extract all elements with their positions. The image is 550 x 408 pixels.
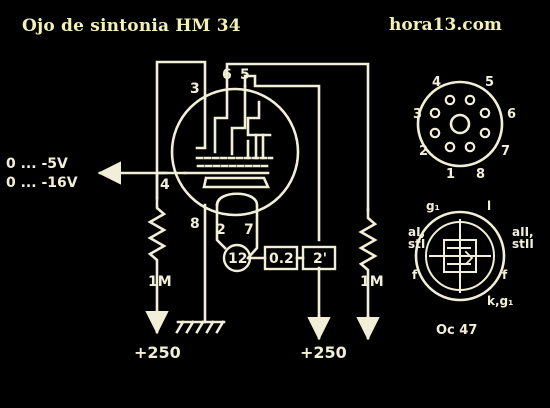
tube-type-label: Oc 47 [436, 323, 477, 338]
pin-8-label: 8 [190, 216, 200, 232]
electrode-rods [246, 133, 265, 160]
label-st1: stI [408, 237, 425, 251]
wire-pin6 [225, 62, 370, 212]
resistor-right [358, 208, 378, 332]
wire-pin2 [215, 203, 227, 250]
label-f-right: f [502, 268, 508, 282]
box-02-label: 0.2 [269, 251, 294, 267]
electrode-arrow [464, 250, 474, 266]
pin-5-label: 5 [240, 67, 250, 83]
base-pin-5: 5 [485, 75, 494, 90]
pin-2-label: 2 [216, 222, 226, 238]
base-pin-1: 1 [446, 167, 455, 182]
grid-lines [195, 156, 274, 168]
base-pin-hole-1 [444, 94, 456, 106]
label-l: l [487, 199, 491, 213]
pin-3-label: 3 [190, 81, 200, 97]
label-g1: g₁ [426, 199, 440, 213]
resistor-left-value: 1M [148, 274, 172, 290]
base-center-hole [449, 113, 471, 135]
electrode-left [195, 96, 207, 150]
resistor-left [147, 196, 167, 327]
page-title: Ojo de sintonia HM 34 [22, 16, 241, 36]
site-name: hora13.com [389, 15, 502, 35]
base-pin-7: 7 [501, 144, 510, 159]
wire-pin3 [155, 60, 207, 200]
base-pin-hole-2 [464, 94, 476, 106]
supply-left-label: +250 [134, 343, 181, 362]
electrode-top [213, 88, 229, 154]
base-pin-2: 2 [419, 144, 428, 159]
box-2-label: 2' [313, 251, 327, 267]
pin-6-label: 6 [222, 67, 232, 83]
base-pin-hole-4 [479, 127, 491, 139]
electrode-structure [429, 219, 491, 293]
voltage-range-2: 0 ... -16V [6, 175, 78, 191]
electrode-right-plate [246, 100, 272, 137]
base-pin-hole-6 [444, 141, 456, 153]
base-pin-8: 8 [476, 167, 485, 182]
base-pin-hole-5 [464, 141, 476, 153]
label-st2: stII [512, 237, 534, 251]
wire-pin4 [155, 171, 187, 200]
electrode-stick [230, 84, 247, 156]
supply-right-label: +250 [300, 343, 347, 362]
ground-icon [175, 320, 226, 334]
resistor-right-value: 1M [360, 274, 384, 290]
base-pin-hole-8 [429, 107, 441, 119]
base-pin-hole-7 [429, 127, 441, 139]
base-pin-3: 3 [413, 107, 422, 122]
box-02-outline [263, 245, 299, 271]
base-pin-hole-3 [479, 107, 491, 119]
pin-4-label: 4 [160, 177, 170, 193]
tube-envelope [170, 87, 300, 217]
box-12-outline [222, 243, 252, 273]
voltage-range-1: 0 ... -5V [6, 156, 68, 172]
box-12-label: 12 [228, 251, 247, 267]
cathode-heater [202, 176, 271, 189]
wire-pin5 [243, 74, 321, 242]
label-k-g1: k,g₁ [487, 294, 513, 308]
heater-loop [215, 192, 259, 260]
pin-7-label: 7 [244, 222, 254, 238]
label-a2: aII, [512, 225, 534, 239]
base-pin-4: 4 [432, 75, 441, 90]
label-f-left: f [412, 268, 418, 282]
base-pin-6: 6 [507, 107, 516, 122]
electrode-outline [414, 210, 506, 302]
box-2-outline [301, 245, 337, 271]
base-outline [416, 80, 504, 168]
label-a1: aI, [408, 225, 425, 239]
